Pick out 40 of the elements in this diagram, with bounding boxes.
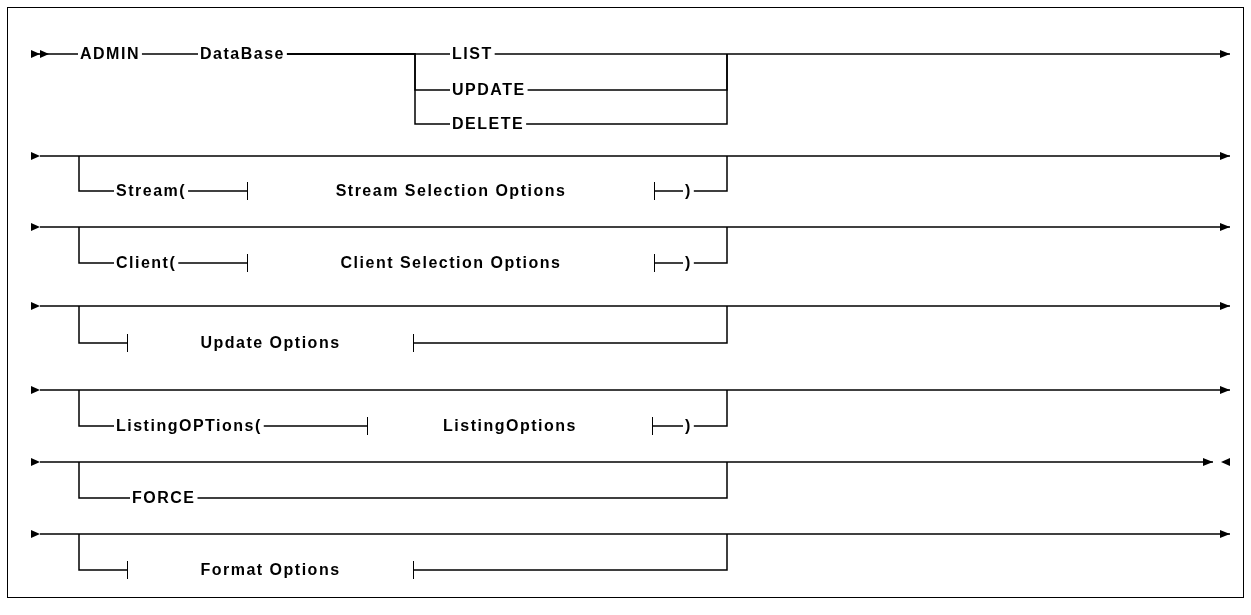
syntax-keyword: ) bbox=[683, 255, 694, 271]
syntax-keyword: DELETE bbox=[450, 116, 527, 132]
connector-line bbox=[78, 461, 131, 499]
connector-line bbox=[654, 190, 684, 192]
syntax-keyword: FORCE bbox=[130, 490, 198, 506]
connector-line bbox=[413, 305, 728, 344]
connector-line bbox=[177, 262, 248, 264]
syntax-fragment: Stream Selection Options bbox=[247, 182, 655, 200]
connector-line bbox=[493, 50, 1231, 58]
connector-line bbox=[78, 305, 128, 344]
syntax-fragment: Update Options bbox=[127, 334, 414, 352]
syntax-keyword: ) bbox=[683, 183, 694, 199]
connector-line bbox=[78, 226, 115, 264]
connector-line bbox=[652, 425, 684, 427]
syntax-fragment: Format Options bbox=[127, 561, 414, 579]
connector-line bbox=[263, 425, 368, 427]
connector-line bbox=[196, 461, 728, 499]
connector-line bbox=[525, 53, 728, 125]
connector-line bbox=[654, 262, 684, 264]
connector-line bbox=[286, 53, 451, 125]
syntax-keyword: ADMIN bbox=[78, 46, 142, 62]
connector-line bbox=[78, 155, 115, 192]
syntax-fragment: Client Selection Options bbox=[247, 254, 655, 272]
connector-line bbox=[693, 155, 728, 192]
syntax-keyword: ) bbox=[683, 418, 694, 434]
connector-line bbox=[141, 53, 199, 55]
syntax-keyword: Client( bbox=[114, 255, 179, 271]
connector-line bbox=[693, 389, 728, 427]
connector-line bbox=[78, 533, 128, 571]
syntax-keyword: Stream( bbox=[114, 183, 189, 199]
syntax-keyword: LIST bbox=[450, 46, 495, 62]
connector-line bbox=[187, 190, 248, 192]
syntax-keyword: DataBase bbox=[198, 46, 287, 62]
connector-line bbox=[413, 533, 728, 571]
syntax-keyword: UPDATE bbox=[450, 82, 528, 98]
connector-line bbox=[30, 50, 79, 58]
syntax-fragment: ListingOptions bbox=[367, 417, 653, 435]
connector-line bbox=[693, 226, 728, 264]
syntax-keyword: ListingOPTions( bbox=[114, 418, 264, 434]
connector-line bbox=[78, 389, 115, 427]
